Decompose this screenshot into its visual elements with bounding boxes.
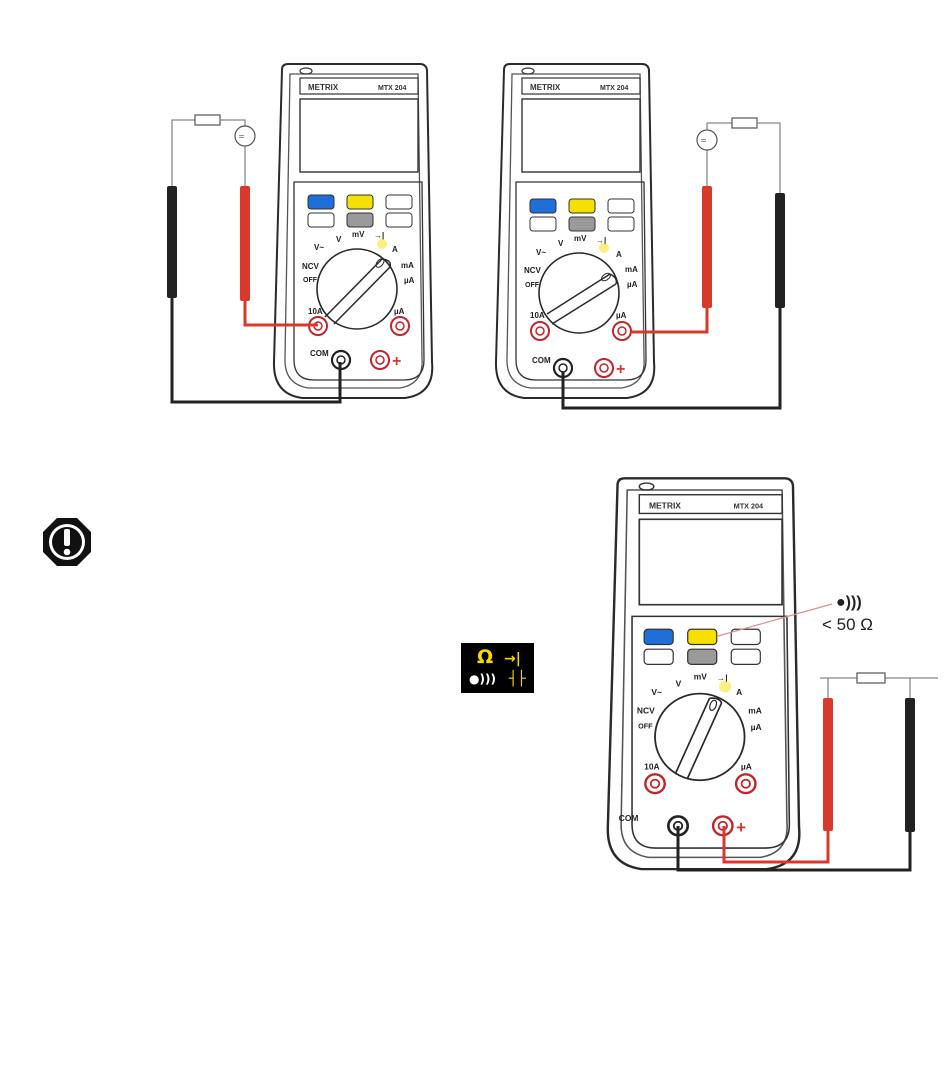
- dial-label-mv: mV: [574, 234, 587, 243]
- dial-label-a: A: [736, 687, 742, 697]
- dial-label-off: OFF: [303, 277, 318, 284]
- dial-label-ua: µA: [751, 722, 762, 732]
- dial-label-ma: mA: [625, 265, 638, 274]
- dial-label-a: A: [616, 250, 622, 259]
- rel-button[interactable]: [644, 649, 673, 664]
- dial-label-ma: mA: [748, 706, 762, 716]
- dial-label-a: A: [392, 245, 398, 254]
- function-button-yellow[interactable]: [569, 199, 595, 213]
- rotary-switch[interactable]: [317, 249, 397, 329]
- dial-label-v: V: [336, 235, 342, 244]
- backlight-button[interactable]: [347, 213, 373, 227]
- range-button-blue[interactable]: [308, 195, 334, 209]
- meter-model: MTX 204: [734, 503, 763, 511]
- dial-label-vac: V~: [651, 687, 662, 697]
- capacitor-symbol: ┤├: [509, 672, 526, 686]
- dial-label-mv: mV: [694, 672, 708, 682]
- terminal-plus-sign: +: [392, 353, 401, 370]
- dial-label-ma: mA: [401, 261, 414, 270]
- continuity-callout-symbol: ●))): [836, 594, 902, 612]
- rel-button[interactable]: [308, 213, 334, 227]
- multimeter-3: METRIX MTX 204 V~ V mV →| A NCV OFF mA µ…: [608, 478, 800, 869]
- terminal-plus-sign: +: [736, 818, 746, 837]
- dial-label-v: V: [558, 239, 564, 248]
- meter-brand: METRIX: [530, 83, 561, 92]
- terminal-plus[interactable]: [371, 351, 389, 369]
- meter-brand: METRIX: [308, 83, 339, 92]
- range-button-blue[interactable]: [530, 199, 556, 213]
- ohm-symbol: Ω: [477, 648, 493, 667]
- dial-label-vac: V~: [536, 248, 546, 257]
- terminal-label-10a: 10A: [308, 307, 323, 316]
- resistor-icon: [857, 673, 885, 683]
- minmax-button[interactable]: [731, 649, 760, 664]
- backlight-button[interactable]: [688, 649, 717, 664]
- black-probe[interactable]: [905, 698, 915, 832]
- function-button-yellow[interactable]: [688, 629, 717, 644]
- red-probe[interactable]: [240, 186, 250, 301]
- function-symbols-box: Ω →| ●))) ┤├: [461, 643, 534, 693]
- hold-button[interactable]: [386, 195, 412, 209]
- terminal-10a[interactable]: [645, 774, 664, 793]
- dial-label-v: V: [676, 679, 682, 689]
- continuity-threshold: < 50 Ω: [822, 615, 902, 635]
- dial-label-ncv: NCV: [524, 266, 542, 275]
- multimeter-1: METRIX MTX 204 V~ V mV →| A NCV OFF mA µ…: [274, 64, 432, 398]
- black-probe[interactable]: [167, 186, 177, 298]
- rel-button[interactable]: [530, 217, 556, 231]
- dial-label-ua: µA: [627, 280, 638, 289]
- meter-brand: METRIX: [649, 501, 681, 511]
- exclamation-icon: [42, 517, 92, 567]
- svg-text:≂: ≂: [238, 132, 245, 141]
- dial-label-ncv: NCV: [637, 706, 655, 716]
- hold-button[interactable]: [608, 199, 634, 213]
- terminal-label-ua: µA: [616, 311, 627, 320]
- meter-model: MTX 204: [378, 85, 407, 92]
- continuity-symbol: ●))): [469, 673, 496, 685]
- continuity-callout: ●))) < 50 Ω: [822, 594, 902, 635]
- rotary-switch[interactable]: [655, 694, 745, 781]
- dial-label-off: OFF: [525, 282, 540, 289]
- meter-model: MTX 204: [600, 85, 629, 92]
- terminal-ua-ma[interactable]: [391, 317, 409, 335]
- minmax-button[interactable]: [386, 213, 412, 227]
- terminal-ua-ma[interactable]: [736, 774, 755, 793]
- terminal-10a[interactable]: [531, 322, 549, 340]
- dial-label-mv: mV: [352, 230, 365, 239]
- terminal-plus-sign: +: [616, 361, 625, 378]
- terminal-label-ua: µA: [394, 307, 405, 316]
- function-button-yellow[interactable]: [347, 195, 373, 209]
- black-probe[interactable]: [775, 193, 785, 308]
- backlight-button[interactable]: [569, 217, 595, 231]
- dial-label-ncv: NCV: [302, 262, 320, 271]
- terminal-label-com: COM: [310, 349, 329, 358]
- terminal-plus[interactable]: [595, 359, 613, 377]
- rotary-switch[interactable]: [539, 253, 619, 333]
- multimeter-2: METRIX MTX 204 V~ V mV →| A NCV OFF mA µ…: [496, 64, 654, 398]
- dial-label-off: OFF: [638, 723, 653, 731]
- diode-symbol: →|: [504, 652, 521, 666]
- resistor-icon: [732, 118, 757, 128]
- terminal-ua-ma[interactable]: [613, 322, 631, 340]
- range-button-blue[interactable]: [644, 629, 673, 644]
- terminal-label-com: COM: [532, 356, 551, 365]
- dial-label-diode: →|: [374, 231, 384, 240]
- minmax-button[interactable]: [608, 217, 634, 231]
- dial-label-vac: V~: [314, 243, 324, 252]
- red-probe[interactable]: [702, 186, 712, 308]
- red-probe[interactable]: [823, 698, 833, 831]
- terminal-label-ua: µA: [741, 762, 752, 772]
- terminal-label-com: COM: [619, 813, 639, 823]
- dial-label-ua: µA: [404, 276, 415, 285]
- svg-text:≂: ≂: [700, 136, 707, 145]
- terminal-label-10a: 10A: [644, 762, 660, 772]
- resistor-icon: [195, 115, 220, 125]
- terminal-label-10a: 10A: [530, 311, 545, 320]
